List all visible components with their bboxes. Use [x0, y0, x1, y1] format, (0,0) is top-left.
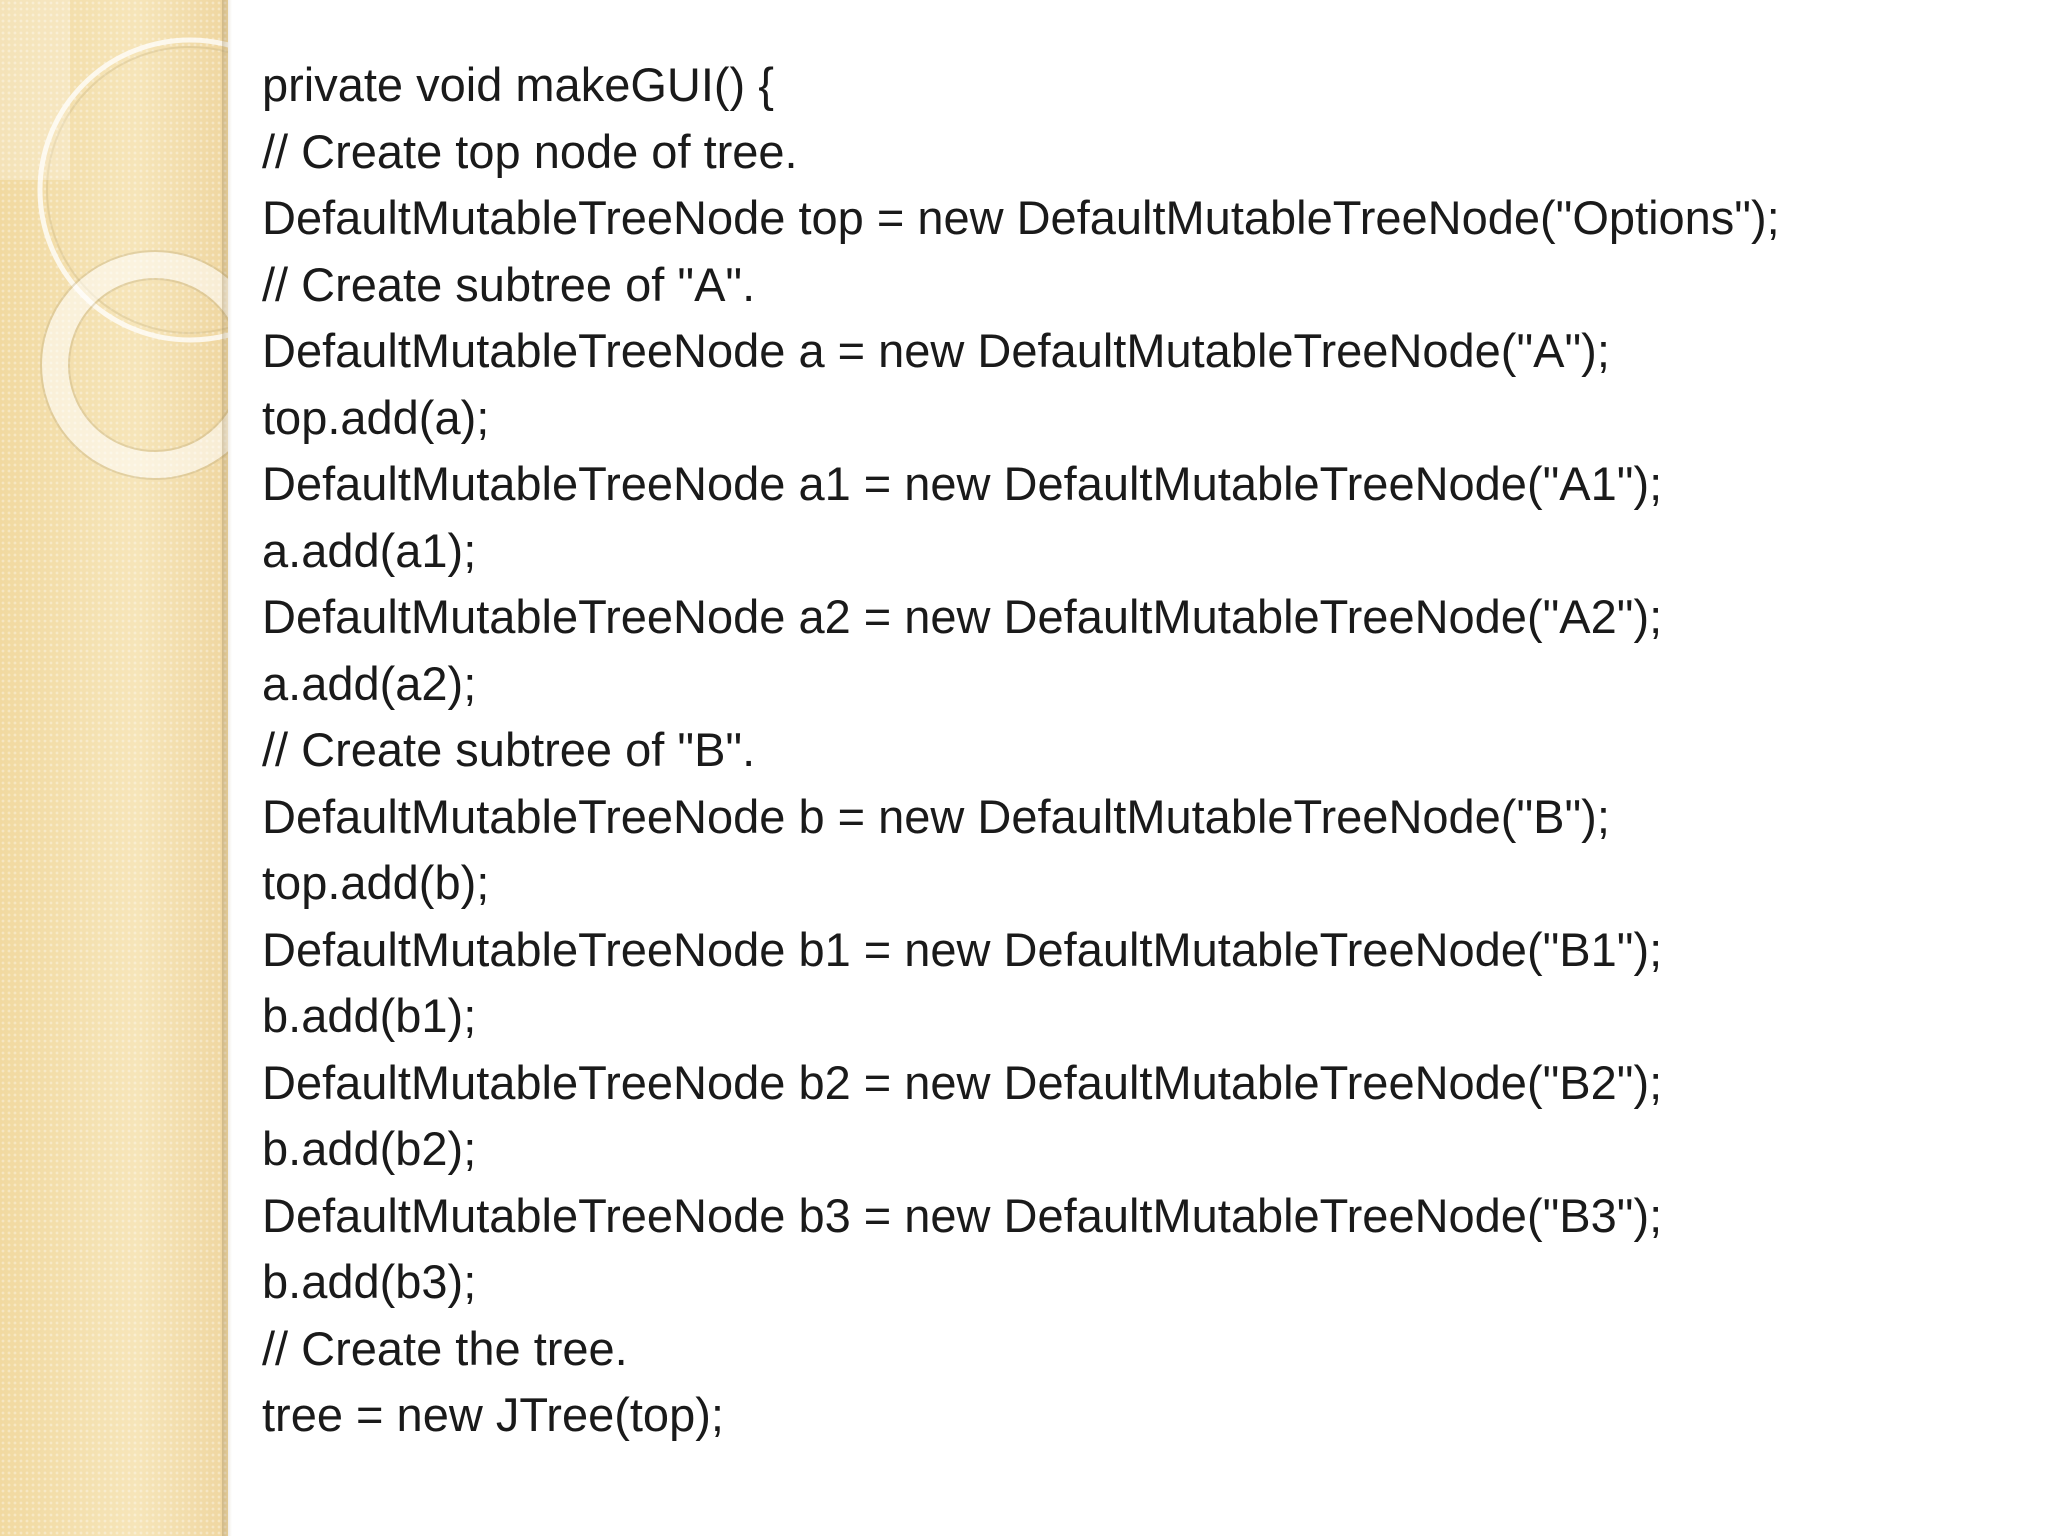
code-line: top.add(a); — [262, 390, 490, 444]
code-line: DefaultMutableTreeNode a = new DefaultMu… — [262, 324, 1610, 377]
code-line: DefaultMutableTreeNode top = new Default… — [262, 191, 1780, 244]
code-line: b.add(b1); — [262, 989, 477, 1042]
code-line: // Create the tree. — [262, 1321, 628, 1375]
code-line: b.add(b3); — [262, 1255, 477, 1308]
code-line: DefaultMutableTreeNode b2 = new DefaultM… — [262, 1055, 1663, 1109]
decorative-rings — [0, 0, 228, 480]
code-line: top.add(b); — [262, 856, 490, 909]
code-line: DefaultMutableTreeNode b3 = new DefaultM… — [262, 1188, 1663, 1242]
code-block: private void makeGUI() { // Create top n… — [262, 52, 2008, 1449]
code-line: DefaultMutableTreeNode b1 = new DefaultM… — [262, 922, 1663, 976]
code-line: b.add(b2); — [262, 1122, 477, 1175]
code-line: a.add(a2); — [262, 656, 477, 710]
code-line: DefaultMutableTreeNode a2 = new DefaultM… — [262, 590, 1663, 643]
code-line: DefaultMutableTreeNode b = new DefaultMu… — [262, 789, 1610, 843]
code-line: // Create subtree of "A". — [262, 257, 756, 311]
code-line: DefaultMutableTreeNode a1 = new DefaultM… — [262, 457, 1663, 510]
side-panel-shadow — [222, 0, 232, 1536]
code-line: private void makeGUI() { — [262, 58, 774, 111]
code-line: // Create top node of tree. — [262, 124, 798, 178]
code-line: // Create subtree of "B". — [262, 723, 756, 776]
decorative-side-panel — [0, 0, 228, 1536]
code-line: a.add(a1); — [262, 523, 477, 577]
code-line: tree = new JTree(top); — [262, 1388, 724, 1441]
